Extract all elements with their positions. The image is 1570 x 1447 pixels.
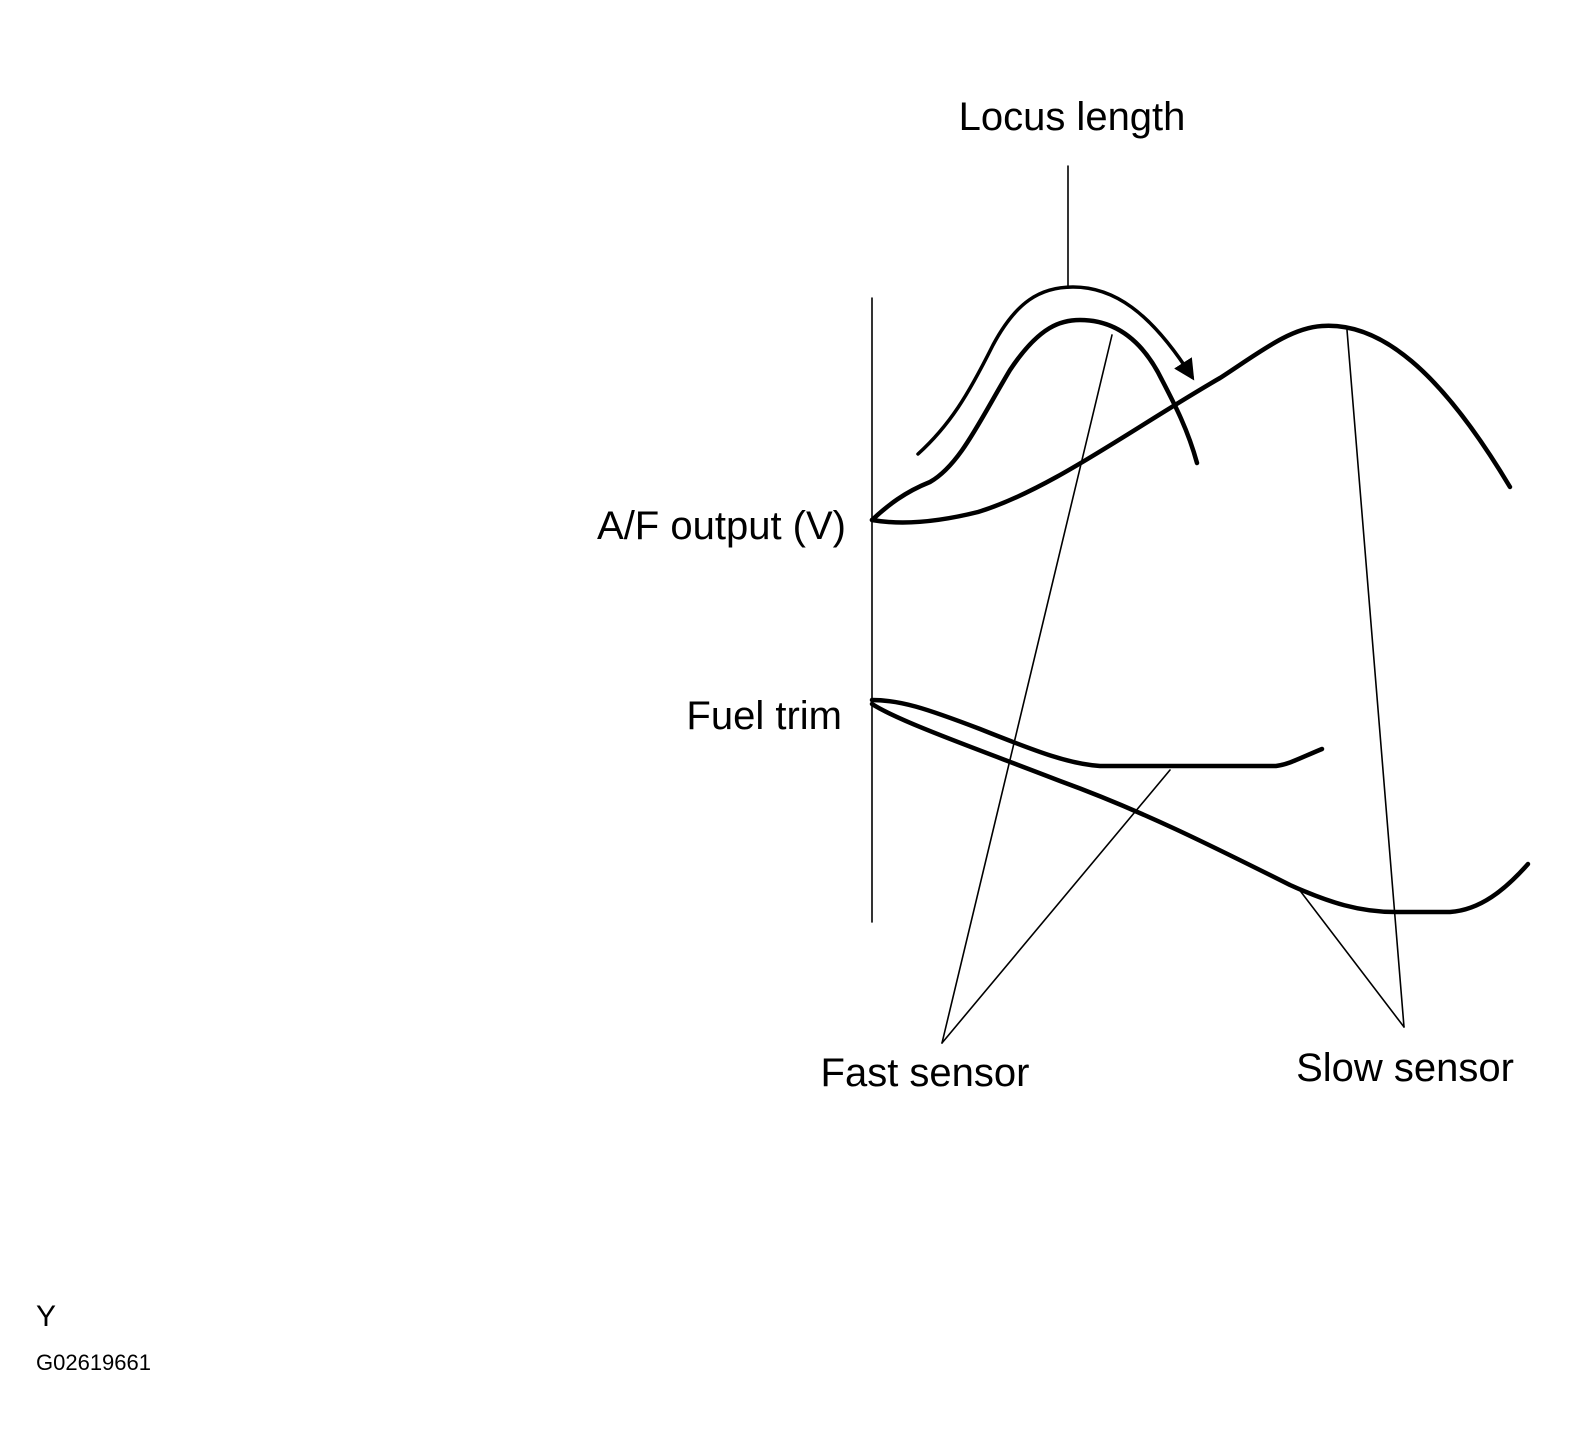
fast-sensor-leader-af	[941, 334, 1113, 1044]
slow-sensor-leader-af	[1346, 329, 1405, 1028]
slow-sensor-leader-fuel-trim	[1297, 887, 1405, 1028]
af-output-label: A/F output (V)	[597, 504, 846, 548]
af-slow-sensor-curve	[869, 323, 1513, 525]
locus-length-label: Locus length	[959, 95, 1186, 139]
af-fast-sensor-curve	[869, 317, 1200, 523]
figure-code: G02619661	[36, 1350, 151, 1375]
fuel-trim-label: Fuel trim	[686, 694, 842, 738]
locus-length-arrow	[916, 285, 1195, 456]
fuel-trim-fast-sensor-curve	[869, 697, 1325, 769]
fuel-trim-slow-sensor-curve	[869, 701, 1531, 915]
fast-sensor-leader-fuel-trim	[941, 769, 1171, 1044]
corner-letter: Y	[36, 1300, 56, 1333]
fast-sensor-label: Fast sensor	[821, 1051, 1030, 1095]
slow-sensor-label: Slow sensor	[1296, 1046, 1514, 1090]
